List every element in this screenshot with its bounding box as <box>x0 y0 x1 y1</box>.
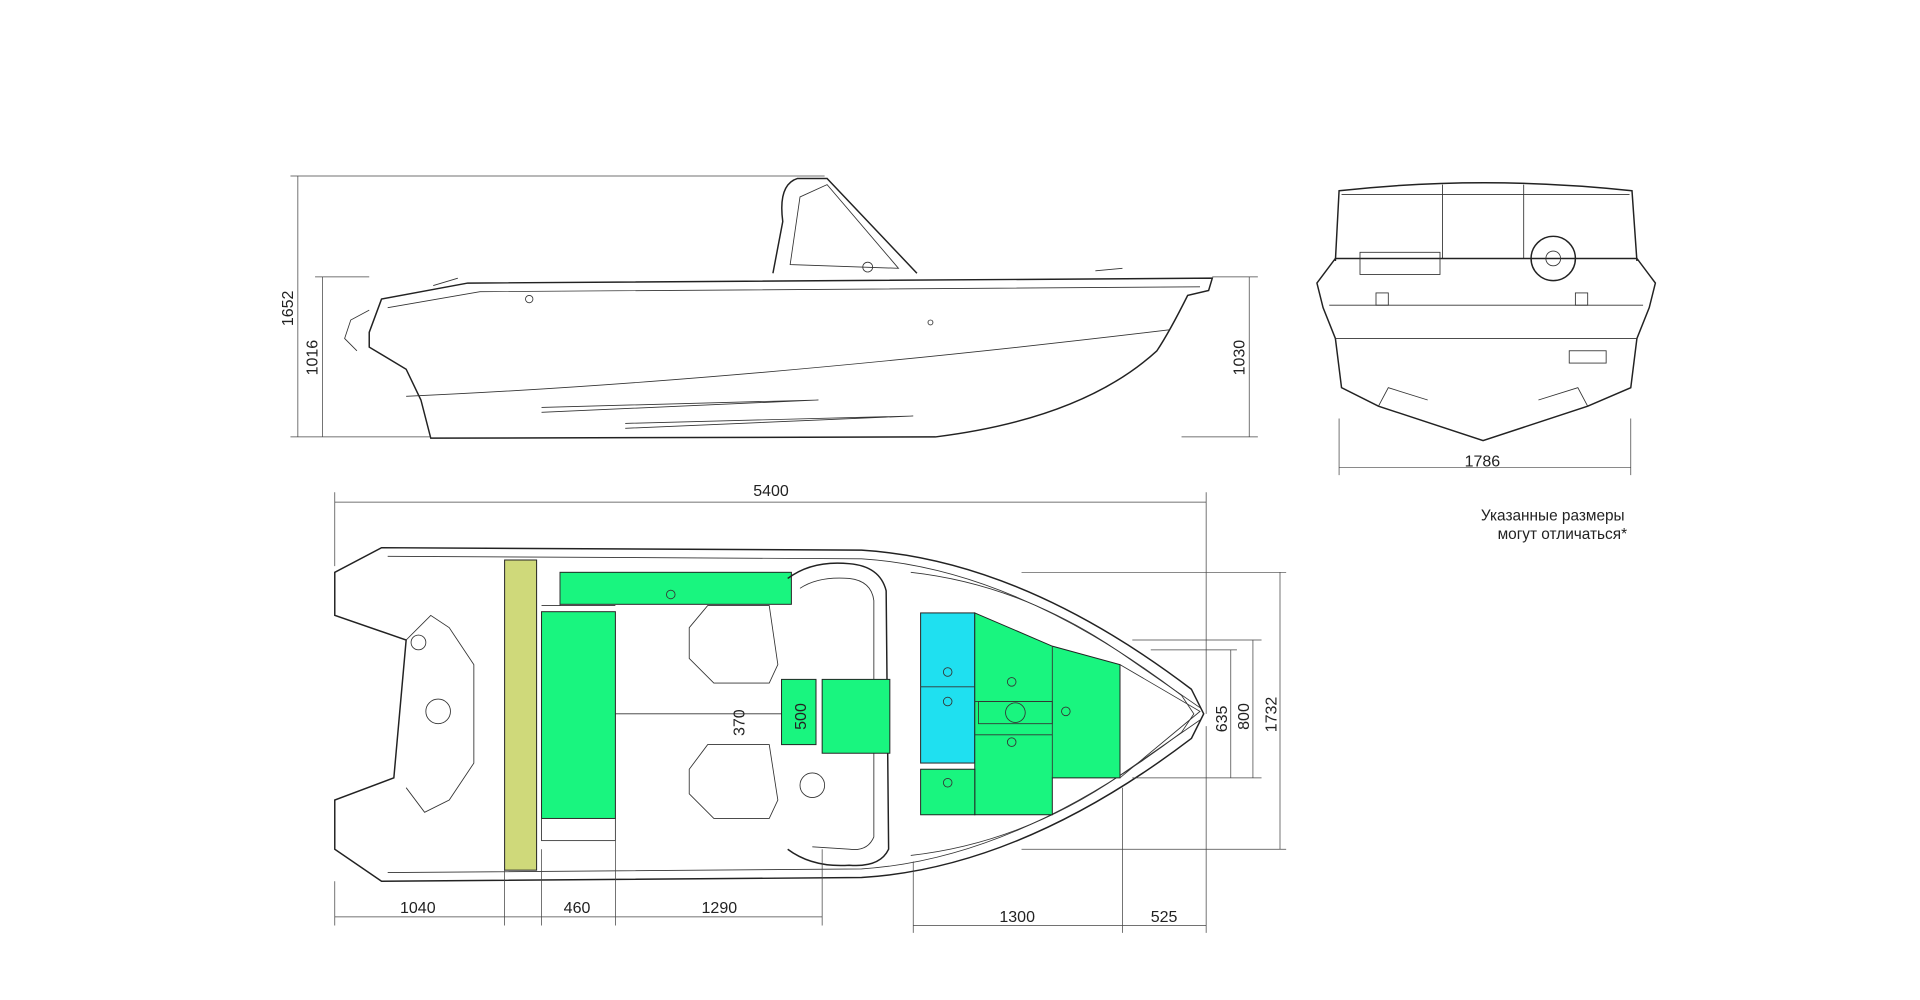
dim-bow-inner: 800 <box>1236 703 1253 730</box>
dim-console-width: 500 <box>793 703 810 730</box>
dim-total-height: 1652 <box>280 290 297 326</box>
dim-beam: 1786 <box>1465 453 1501 470</box>
side-view: 1652 1016 1030 <box>280 175 1258 439</box>
dim-bench: 460 <box>564 900 591 917</box>
dim-bow-inner-small: 635 <box>1214 706 1231 733</box>
dim-bow-tip: 525 <box>1151 909 1178 926</box>
dim-cockpit: 1290 <box>702 900 738 917</box>
top-view: 5400 370 500 <box>334 483 1287 933</box>
dim-bow-deck: 1300 <box>999 909 1035 926</box>
rear-view: 1786 <box>1316 182 1657 476</box>
dim-console: 370 <box>732 709 749 736</box>
note-line-1: Указанные размеры <box>1481 508 1625 525</box>
dim-stern-section: 1040 <box>400 900 436 917</box>
dim-bow-height: 1030 <box>1231 340 1248 376</box>
dim-length: 5400 <box>753 483 789 500</box>
dim-stern-height: 1016 <box>305 340 322 376</box>
dim-beam-inner: 1732 <box>1263 697 1280 733</box>
note-line-2: могут отличаться* <box>1498 526 1627 543</box>
